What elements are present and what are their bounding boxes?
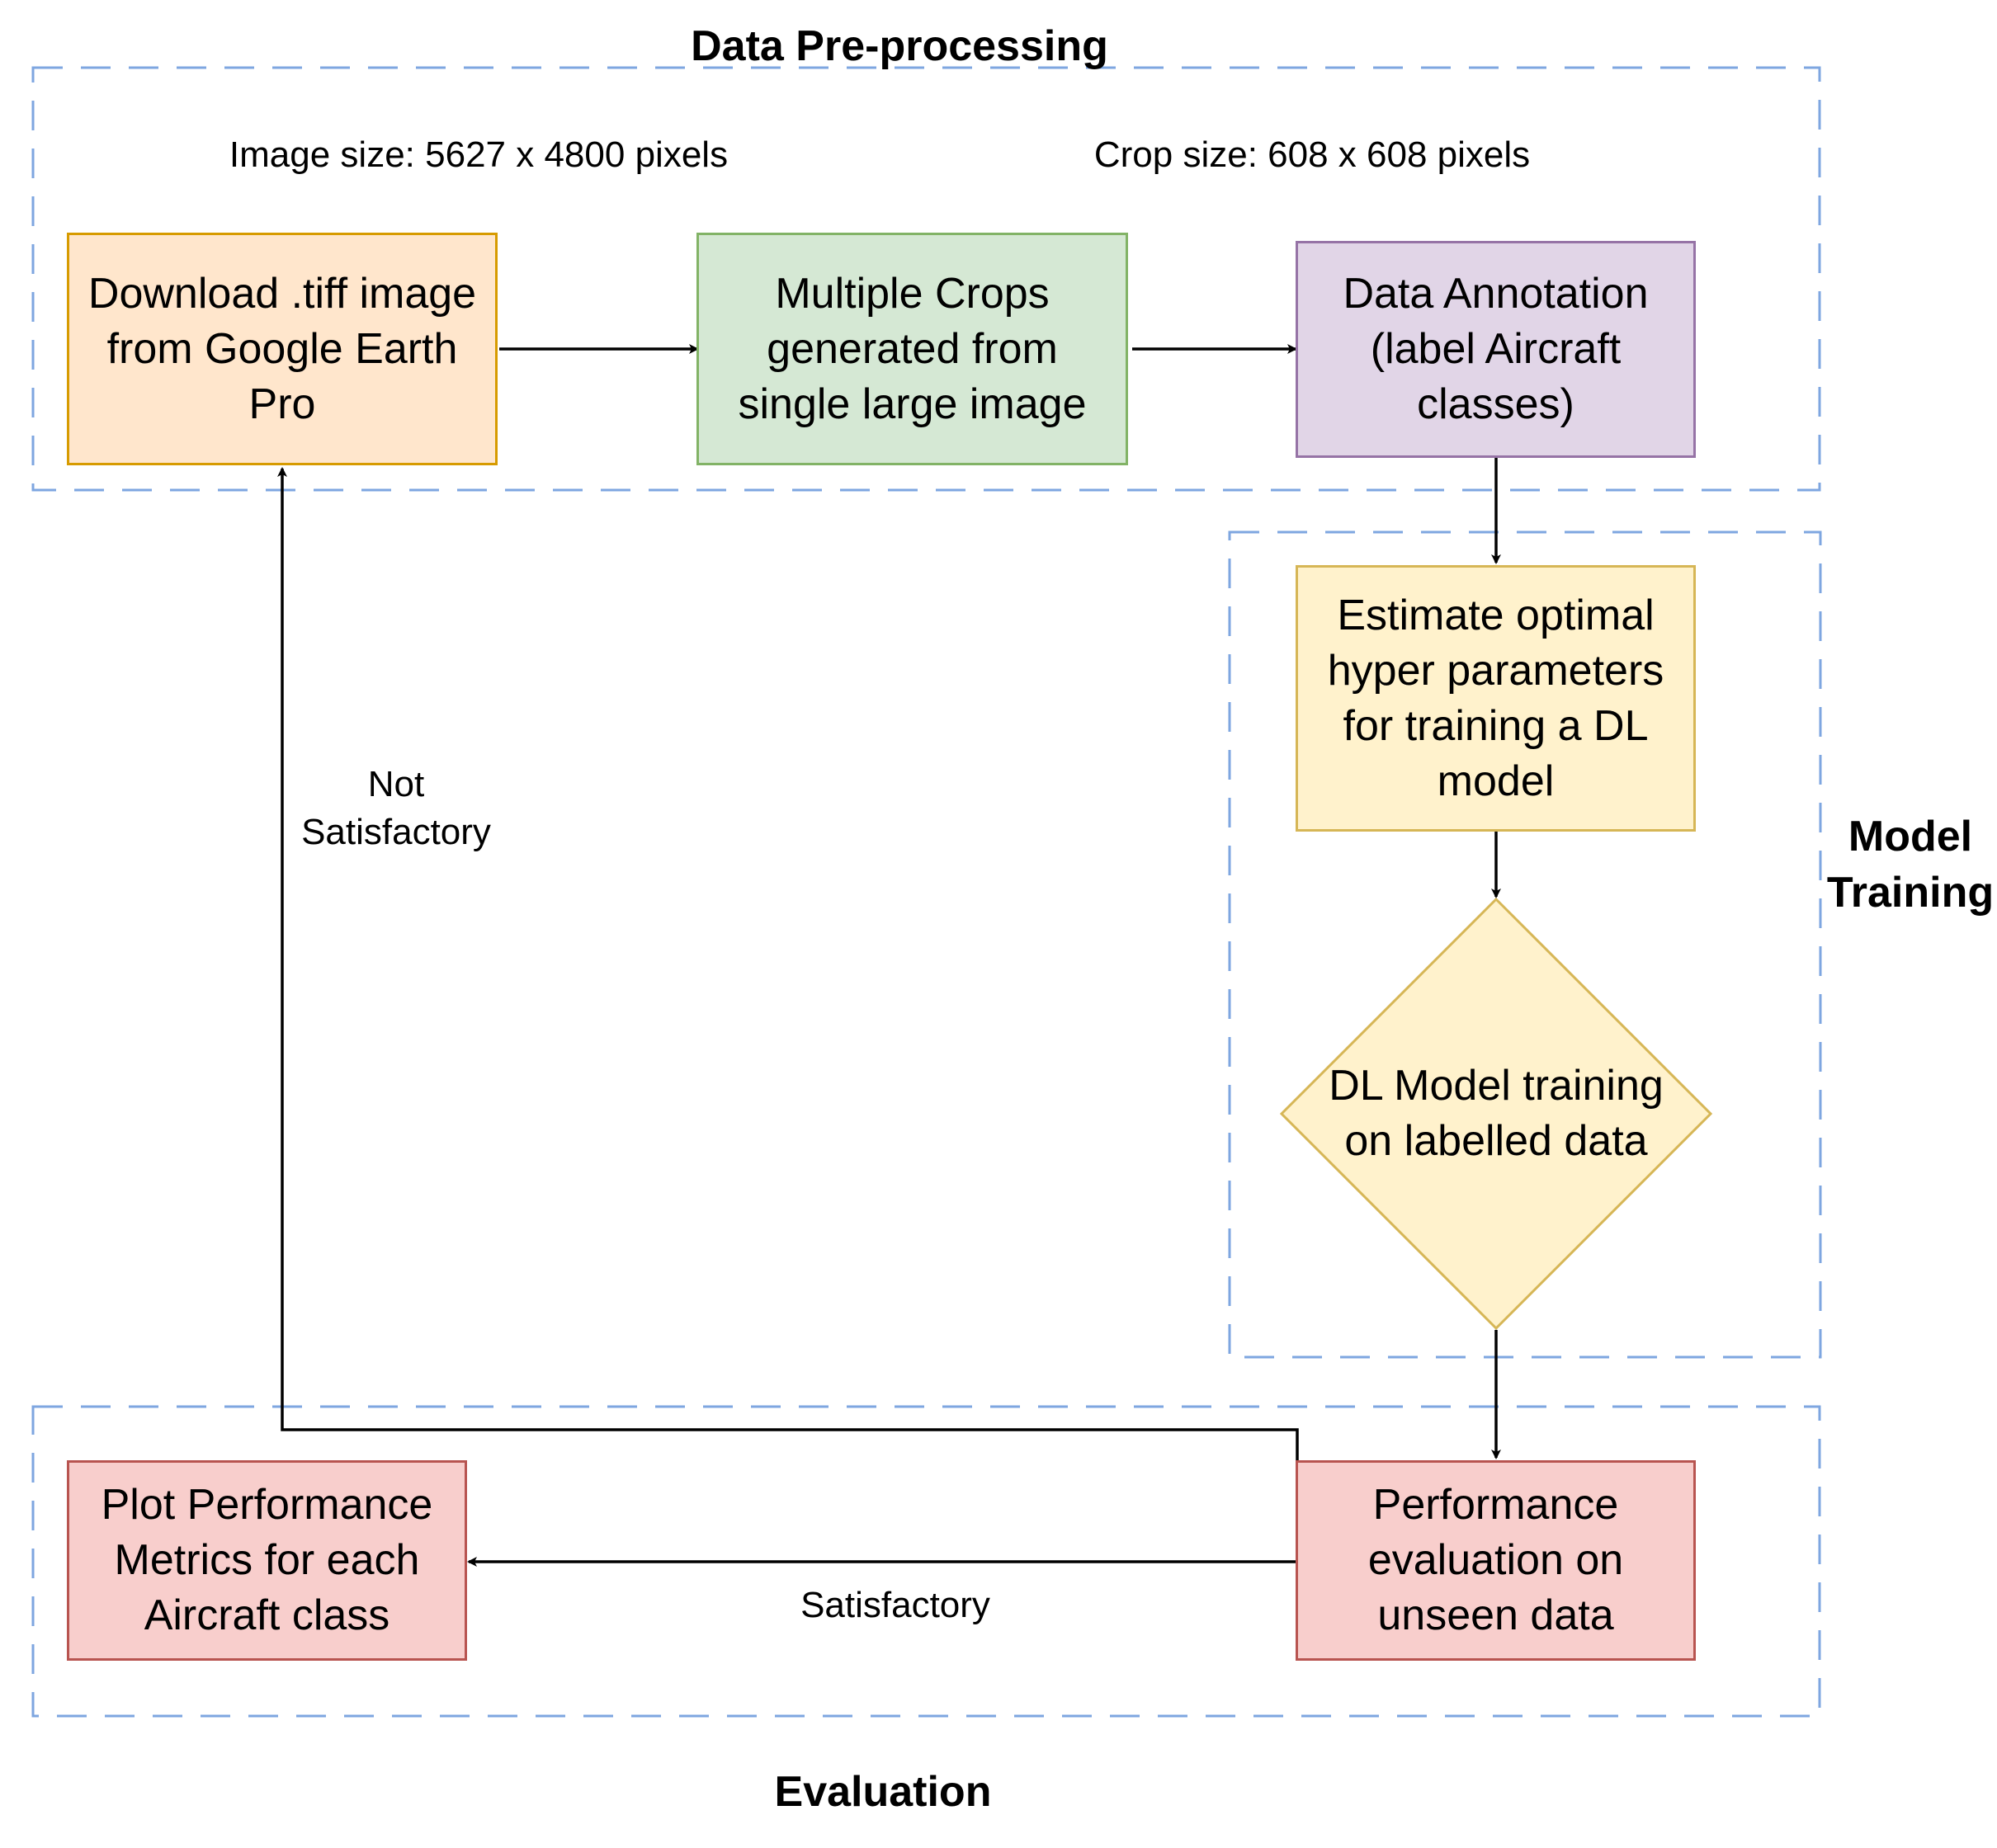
node-plot-metrics[interactable]: Plot Performance Metrics for each Aircra… bbox=[67, 1460, 467, 1661]
node-multiple-crops[interactable]: Multiple Crops generated from single lar… bbox=[696, 233, 1128, 465]
group-title-preprocessing: Data Pre-processing bbox=[691, 22, 1108, 70]
node-dl-training-label: DL Model training on labelled data bbox=[1329, 1062, 1664, 1165]
arrow-not-satisfactory-loop bbox=[277, 467, 1299, 1510]
edge-label-satisfactory: Satisfactory bbox=[800, 1585, 990, 1625]
node-estimate-hyperparams[interactable]: Estimate optimal hyper parameters for tr… bbox=[1296, 565, 1696, 832]
node-multiple-crops-label: Multiple Crops generated from single lar… bbox=[738, 269, 1087, 428]
group-title-evaluation: Evaluation bbox=[774, 1768, 992, 1816]
note-crop-size: Crop size: 608 x 608 pixels bbox=[1093, 134, 1531, 175]
node-performance-evaluation-label: Performance evaluation on unseen data bbox=[1367, 1481, 1624, 1639]
node-data-annotation-label: Data Annotation (label Aircraft classes) bbox=[1343, 270, 1649, 428]
group-title-training: Model Training bbox=[1826, 813, 1995, 917]
edge-label-not-satisfactory: Not Satisfactory bbox=[301, 764, 491, 852]
note-image-size: Image size: 5627 x 4800 pixels bbox=[229, 134, 729, 175]
node-download-image-label: Download .tiff image from Google Earth P… bbox=[87, 269, 477, 428]
node-performance-evaluation[interactable]: Performance evaluation on unseen data bbox=[1296, 1460, 1696, 1661]
group-training-border bbox=[1228, 530, 1822, 1359]
node-plot-metrics-label: Plot Performance Metrics for each Aircra… bbox=[101, 1481, 433, 1639]
node-data-annotation[interactable]: Data Annotation (label Aircraft classes) bbox=[1296, 241, 1696, 458]
group-evaluation-border bbox=[31, 1405, 1821, 1718]
node-estimate-hyperparams-label: Estimate optimal hyper parameters for tr… bbox=[1327, 591, 1664, 805]
node-download-image[interactable]: Download .tiff image from Google Earth P… bbox=[67, 233, 498, 465]
training-diamond-shape[interactable] bbox=[1279, 897, 1713, 1331]
